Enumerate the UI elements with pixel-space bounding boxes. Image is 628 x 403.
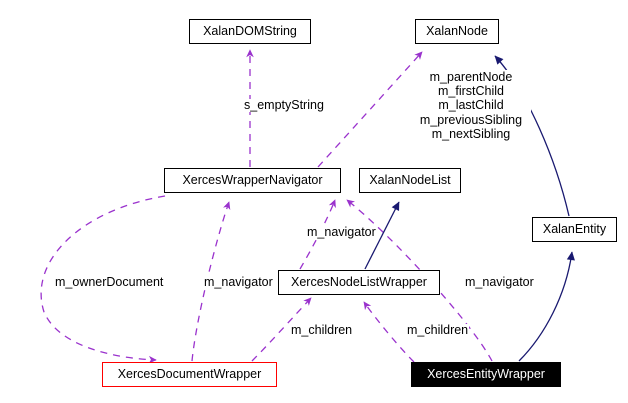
class-node-label: XercesWrapperNavigator (182, 173, 323, 188)
class-node-label: XalanDOMString (203, 24, 297, 39)
edge-nodelistwrapper-xalannodelist (364, 201, 400, 270)
edge-entitywrapper-nodelistwrapper (363, 301, 415, 363)
class-node-label: XercesNodeListWrapper (291, 275, 427, 290)
edge-navigator-xalannode (317, 51, 423, 168)
member-item: m_lastChild (438, 98, 504, 113)
edge-documentwrapper-nodelistwrapper (251, 297, 312, 362)
class-node-label: XalanNode (426, 24, 488, 39)
edge-label-m-children-left: m_children (290, 323, 354, 337)
edge-label-m-children-right: m_children (406, 323, 470, 337)
class-node-xalandomstring[interactable]: XalanDOMString (189, 19, 311, 44)
class-node-label: XercesDocumentWrapper (117, 367, 262, 382)
class-node-label: XalanEntity (542, 222, 607, 237)
edge-navigator-documentwrapper (40, 195, 166, 364)
class-node-xercesdocumentwrapper[interactable]: XercesDocumentWrapper (102, 362, 277, 387)
edge-label-m-navigator-nodelistwrapper: m_navigator (306, 225, 377, 239)
class-node-xerceswrappernavigator[interactable]: XercesWrapperNavigator (164, 168, 341, 193)
class-node-xercesnodelistwrapper[interactable]: XercesNodeListWrapper (278, 270, 440, 295)
class-node-label: XalanNodeList (369, 173, 451, 188)
class-node-xalanentity[interactable]: XalanEntity (532, 217, 617, 242)
edge-label-m-navigator-entitywrapper: m_navigator (464, 275, 535, 289)
edge-label-s-emptystring: s_emptyString (243, 98, 325, 112)
member-item: m_firstChild (438, 84, 504, 99)
class-node-xercesentitywrapper[interactable]: XercesEntityWrapper (411, 362, 561, 387)
edge-label-m-ownerdocument: m_ownerDocument (54, 275, 165, 289)
class-node-xalannodelist[interactable]: XalanNodeList (359, 168, 461, 193)
member-list-xalannode: m_parentNode m_firstChild m_lastChild m_… (411, 70, 531, 142)
member-item: m_parentNode (429, 70, 513, 84)
class-node-xalannode[interactable]: XalanNode (415, 19, 499, 44)
member-item: m_nextSibling (431, 126, 511, 141)
edge-label-m-navigator-documentwrapper: m_navigator (203, 275, 274, 289)
class-node-label: XercesEntityWrapper (427, 367, 545, 382)
member-item: m_previousSibling (419, 112, 523, 127)
edge-entitywrapper-xalanentity (518, 251, 575, 362)
